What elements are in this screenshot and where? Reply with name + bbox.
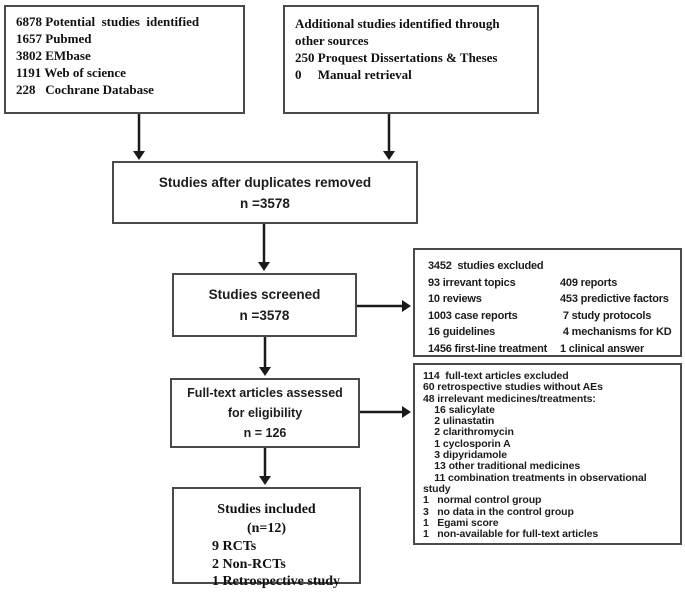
excluded-reason: 4 mechanisms for KD — [560, 326, 672, 338]
box-fulltext-assessed: Full-text articles assessed for eligibil… — [170, 378, 360, 448]
arrow-fulltext-to-included — [259, 448, 271, 485]
fulltext-excluded-line: 60 retrospective studies without AEs — [423, 381, 603, 394]
excluded-reason: 1 clinical answer — [560, 342, 645, 355]
excluded-reason: 93 irrevant topics — [428, 276, 516, 289]
fulltext-line: Full-text articles assessed — [187, 386, 343, 400]
excluded-reason: 409 reports — [560, 276, 618, 289]
screened-line: Studies screened — [208, 287, 321, 302]
fulltext-line: for eligibility — [227, 406, 303, 420]
additional-line: 0 Manual retrieval — [295, 67, 412, 82]
additional-line: 250 Proquest Dissertations & Theses — [295, 50, 498, 65]
box-duplicates-removed: Studies after duplicates removed n =3578 — [112, 161, 418, 224]
arrow-screened-to-fulltext — [259, 337, 271, 376]
fulltext-excluded-line: 13 other traditional medicines — [423, 460, 581, 473]
excluded-reason: 10 reviews — [428, 293, 482, 305]
box-potential-studies-identified: 6878 Potential studies identified 1657 P… — [4, 5, 245, 114]
excluded-screening-row: 16 guidelines 4 mechanisms for KD — [428, 324, 674, 341]
duplicates-line: Studies after duplicates removed — [158, 174, 372, 190]
excluded-reason: 7 study protocols — [560, 309, 652, 322]
excluded-reason: 1456 first-line treatment — [428, 342, 548, 355]
fulltext-excluded-line: 2 clarithromycin — [423, 426, 514, 439]
fulltext-excluded-line: 3 dipyridamole — [423, 449, 507, 462]
included-count: (n=12) — [246, 521, 287, 536]
additional-line: Additional studies identified through — [295, 16, 500, 31]
fulltext-excluded-line: 11 combination treatments in observation… — [423, 471, 647, 484]
duplicates-count: n =3578 — [240, 195, 290, 211]
fulltext-excluded-line: 48 irrelevant medicines/treatments: — [423, 392, 596, 405]
fulltext-excluded-line: 1 normal control group — [423, 494, 542, 507]
included-item: 2 Non-RCTs — [212, 556, 286, 572]
included-item: 1 Retrospective study — [212, 574, 341, 589]
arrow-duplicates-to-screened — [258, 224, 270, 271]
fulltext-excluded-line: 1 non-available for full-text articles — [423, 528, 599, 541]
fulltext-count: n = 126 — [243, 426, 287, 440]
excluded-screening-row: 1003 case reports 7 study protocols — [428, 308, 674, 325]
included-item: 9 RCTs — [212, 539, 257, 554]
fulltext-excluded-line: 1 Egami score — [423, 516, 499, 529]
arrow-identified-to-duplicates — [133, 114, 145, 160]
identified-line: 228 Cochrane Database — [16, 82, 154, 97]
box-studies-screened: Studies screened n =3578 — [172, 273, 357, 337]
fulltext-excluded-line: 2 ulinastatin — [423, 415, 495, 428]
identified-line: 1191 Web of science — [16, 65, 126, 80]
additional-line: other sources — [295, 33, 369, 48]
excluded-reason: 16 guidelines — [428, 326, 496, 338]
excluded-screening-row: 10 reviews 453 predictive factors — [428, 291, 674, 308]
identified-line: 1657 Pubmed — [16, 31, 92, 46]
fulltext-excluded-line: study — [423, 482, 451, 495]
identified-line: 3802 EMbase — [16, 48, 91, 63]
box-studies-included: Studies included (n=12) 9 RCTs 2 Non-RCT… — [172, 487, 361, 589]
screened-count: n =3578 — [239, 308, 290, 323]
box-additional-studies: Additional studies identified through ot… — [283, 5, 539, 114]
excluded-screening-row: 93 irrevant topics 409 reports — [428, 275, 674, 292]
excluded-screening-row: 1456 first-line treatment 1 clinical ans… — [428, 341, 674, 358]
excluded-reason: 1003 case reports — [428, 309, 518, 322]
identified-line: 6878 Potential studies identified — [16, 14, 200, 29]
excluded-reason: 453 predictive factors — [560, 293, 669, 305]
box-fulltext-excluded: 114 full-text articles excluded 60 retro… — [413, 363, 682, 545]
fulltext-excluded-line: 16 salicylate — [423, 403, 495, 416]
fulltext-excluded-line: 3 no data in the control group — [423, 505, 574, 518]
box-studies-excluded-screening: 3452 studies excluded 93 irrevant topics… — [413, 248, 682, 357]
arrow-screened-to-excluded — [357, 300, 411, 312]
arrow-additional-to-duplicates — [383, 114, 395, 160]
included-heading: Studies included — [217, 502, 316, 517]
arrow-fulltext-to-excluded — [360, 406, 411, 418]
fulltext-excluded-line: 114 full-text articles excluded — [423, 370, 569, 382]
fulltext-excluded-line: 1 cyclosporin A — [423, 437, 511, 450]
excluded-screening-title: 3452 studies excluded — [428, 260, 544, 272]
